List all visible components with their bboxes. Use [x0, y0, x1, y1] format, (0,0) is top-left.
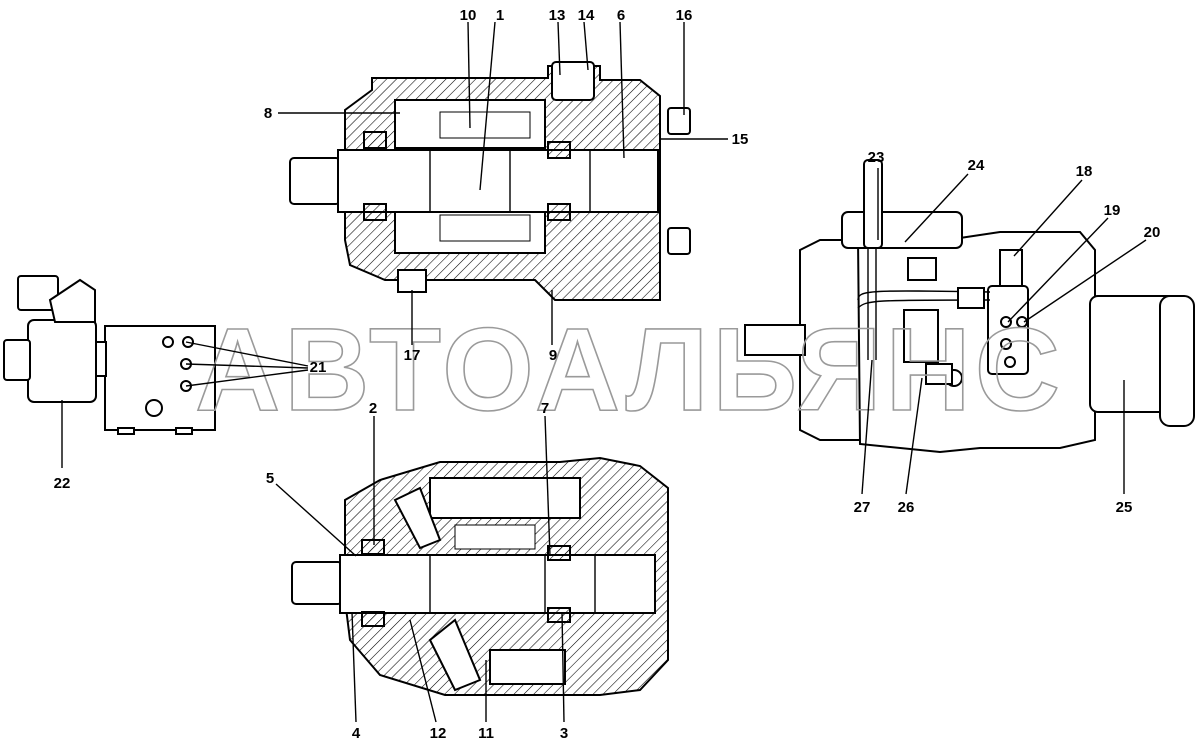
top-bearing-lower [547, 203, 571, 221]
bottom-swash-lower [428, 618, 482, 692]
ext-rear-cap [1159, 295, 1195, 427]
callout-27: 27 [854, 499, 871, 516]
bottom-piston [454, 524, 536, 550]
callout-9: 9 [549, 347, 557, 364]
pump-external-view [744, 159, 1195, 454]
ext-fitting [957, 287, 985, 309]
ext-body [856, 231, 1096, 454]
top-seal-upper [363, 131, 387, 149]
callout-20: 20 [1144, 224, 1161, 241]
callout-14: 14 [578, 7, 595, 24]
callout-23: 23 [868, 149, 885, 166]
callout-1: 1 [496, 7, 504, 24]
callout-26: 26 [898, 499, 915, 516]
bottom-bearing-lower [547, 607, 571, 623]
callout-10: 10 [460, 7, 477, 24]
bottom-seal-lower [361, 611, 385, 627]
ext-lower-fitting [925, 363, 953, 385]
bottom-upper-bore [429, 477, 581, 519]
callout-17: 17 [404, 347, 421, 364]
top-fitting [551, 61, 595, 101]
valve-port-1 [162, 336, 174, 348]
callout-22: 22 [54, 475, 71, 492]
valve-foot-2 [175, 427, 193, 435]
callout-11: 11 [478, 725, 494, 742]
bottom-seal-upper [361, 539, 385, 555]
solenoid-coil [27, 319, 97, 403]
callout-18: 18 [1076, 163, 1093, 180]
ext-port-20 [1016, 316, 1028, 328]
bottom-shaft [339, 554, 656, 614]
top-lower-piston [439, 214, 531, 242]
callout-12: 12 [430, 725, 447, 742]
ext-valve-18 [999, 249, 1023, 287]
bottom-section-view [291, 456, 669, 696]
connector-housing [48, 278, 96, 323]
callout-6: 6 [617, 7, 625, 24]
callout-labels: 1 2 3 4 5 6 7 8 9 10 11 12 13 14 15 16 1… [54, 7, 1161, 742]
top-shaft [337, 149, 659, 213]
top-section-view [289, 61, 691, 301]
ext-middle-housing [903, 309, 939, 363]
bottom-swash-plate [393, 486, 442, 550]
callout-24: 24 [968, 157, 985, 174]
top-bearing-upper [547, 141, 571, 159]
ext-pipe-vertical [867, 232, 877, 360]
callout-4: 4 [352, 725, 361, 742]
solenoid-connector [17, 275, 59, 311]
ext-shaft [744, 324, 806, 356]
callout-15: 15 [732, 131, 749, 148]
top-shaft-end [289, 157, 341, 205]
ext-port-19 [1000, 316, 1012, 328]
ext-top-port [841, 211, 963, 249]
valve-port-5 [145, 399, 163, 417]
top-plug-upper [667, 107, 691, 135]
bottom-bearing-upper [547, 545, 571, 561]
callout-2: 2 [369, 400, 377, 417]
callout-5: 5 [266, 470, 274, 487]
top-drain-plug [397, 269, 427, 293]
ext-pipe-loop [857, 290, 991, 309]
callout-7: 7 [541, 400, 549, 417]
top-seal-lower [363, 203, 387, 221]
callout-21: 21 [310, 359, 327, 376]
valve-foot-1 [117, 427, 135, 435]
solenoid-valve [3, 275, 216, 435]
ext-gauge-line [863, 159, 883, 249]
ext-port-a [1000, 338, 1012, 350]
callout-16: 16 [676, 7, 693, 24]
bottom-lower-block [489, 649, 566, 685]
callout-13: 13 [549, 7, 566, 24]
bottom-shaft-end [291, 561, 343, 605]
callout-25: 25 [1116, 499, 1133, 516]
solenoid-nut [3, 339, 31, 381]
callout-19: 19 [1104, 202, 1121, 219]
leader-lines [61, 21, 1147, 723]
callout-3: 3 [560, 725, 568, 742]
callout-8: 8 [264, 105, 272, 122]
ext-upper-fitting [907, 257, 937, 281]
top-plug-lower [667, 227, 691, 255]
ext-port-b [1004, 356, 1016, 368]
valve-stem [95, 341, 107, 377]
